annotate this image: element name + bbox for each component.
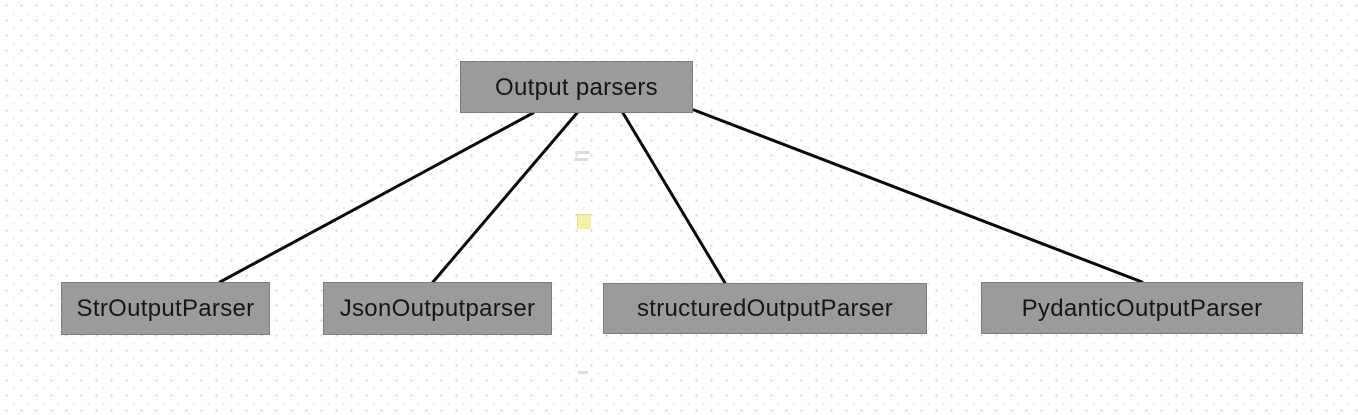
node-json-output-parser[interactable]: JsonOutputparser [323,282,552,335]
node-label: JsonOutputparser [339,295,536,322]
faint-mark-1 [574,158,588,161]
connector-output-parsers-to-str-output-parser [218,111,535,284]
node-str-output-parser[interactable]: StrOutputParser [61,282,270,335]
tiny-sticky-note[interactable] [577,214,591,229]
node-label: structuredOutputParser [636,295,894,322]
connector-output-parsers-to-json-output-parser [431,111,579,284]
node-label: StrOutputParser [76,295,255,322]
node-structured-output-parser[interactable]: structuredOutputParser [603,283,927,334]
faint-mark-2 [578,371,588,374]
node-output-parsers[interactable]: Output parsers [460,61,693,113]
connector-output-parsers-to-pydantic-output-parser [692,108,1144,284]
node-pydantic-output-parser[interactable]: PydanticOutputParser [981,282,1303,334]
connector-output-parsers-to-structured-output-parser [621,111,727,285]
faint-mark-0 [575,151,590,154]
node-label: Output parsers [495,73,658,101]
node-label: PydanticOutputParser [1021,294,1263,322]
